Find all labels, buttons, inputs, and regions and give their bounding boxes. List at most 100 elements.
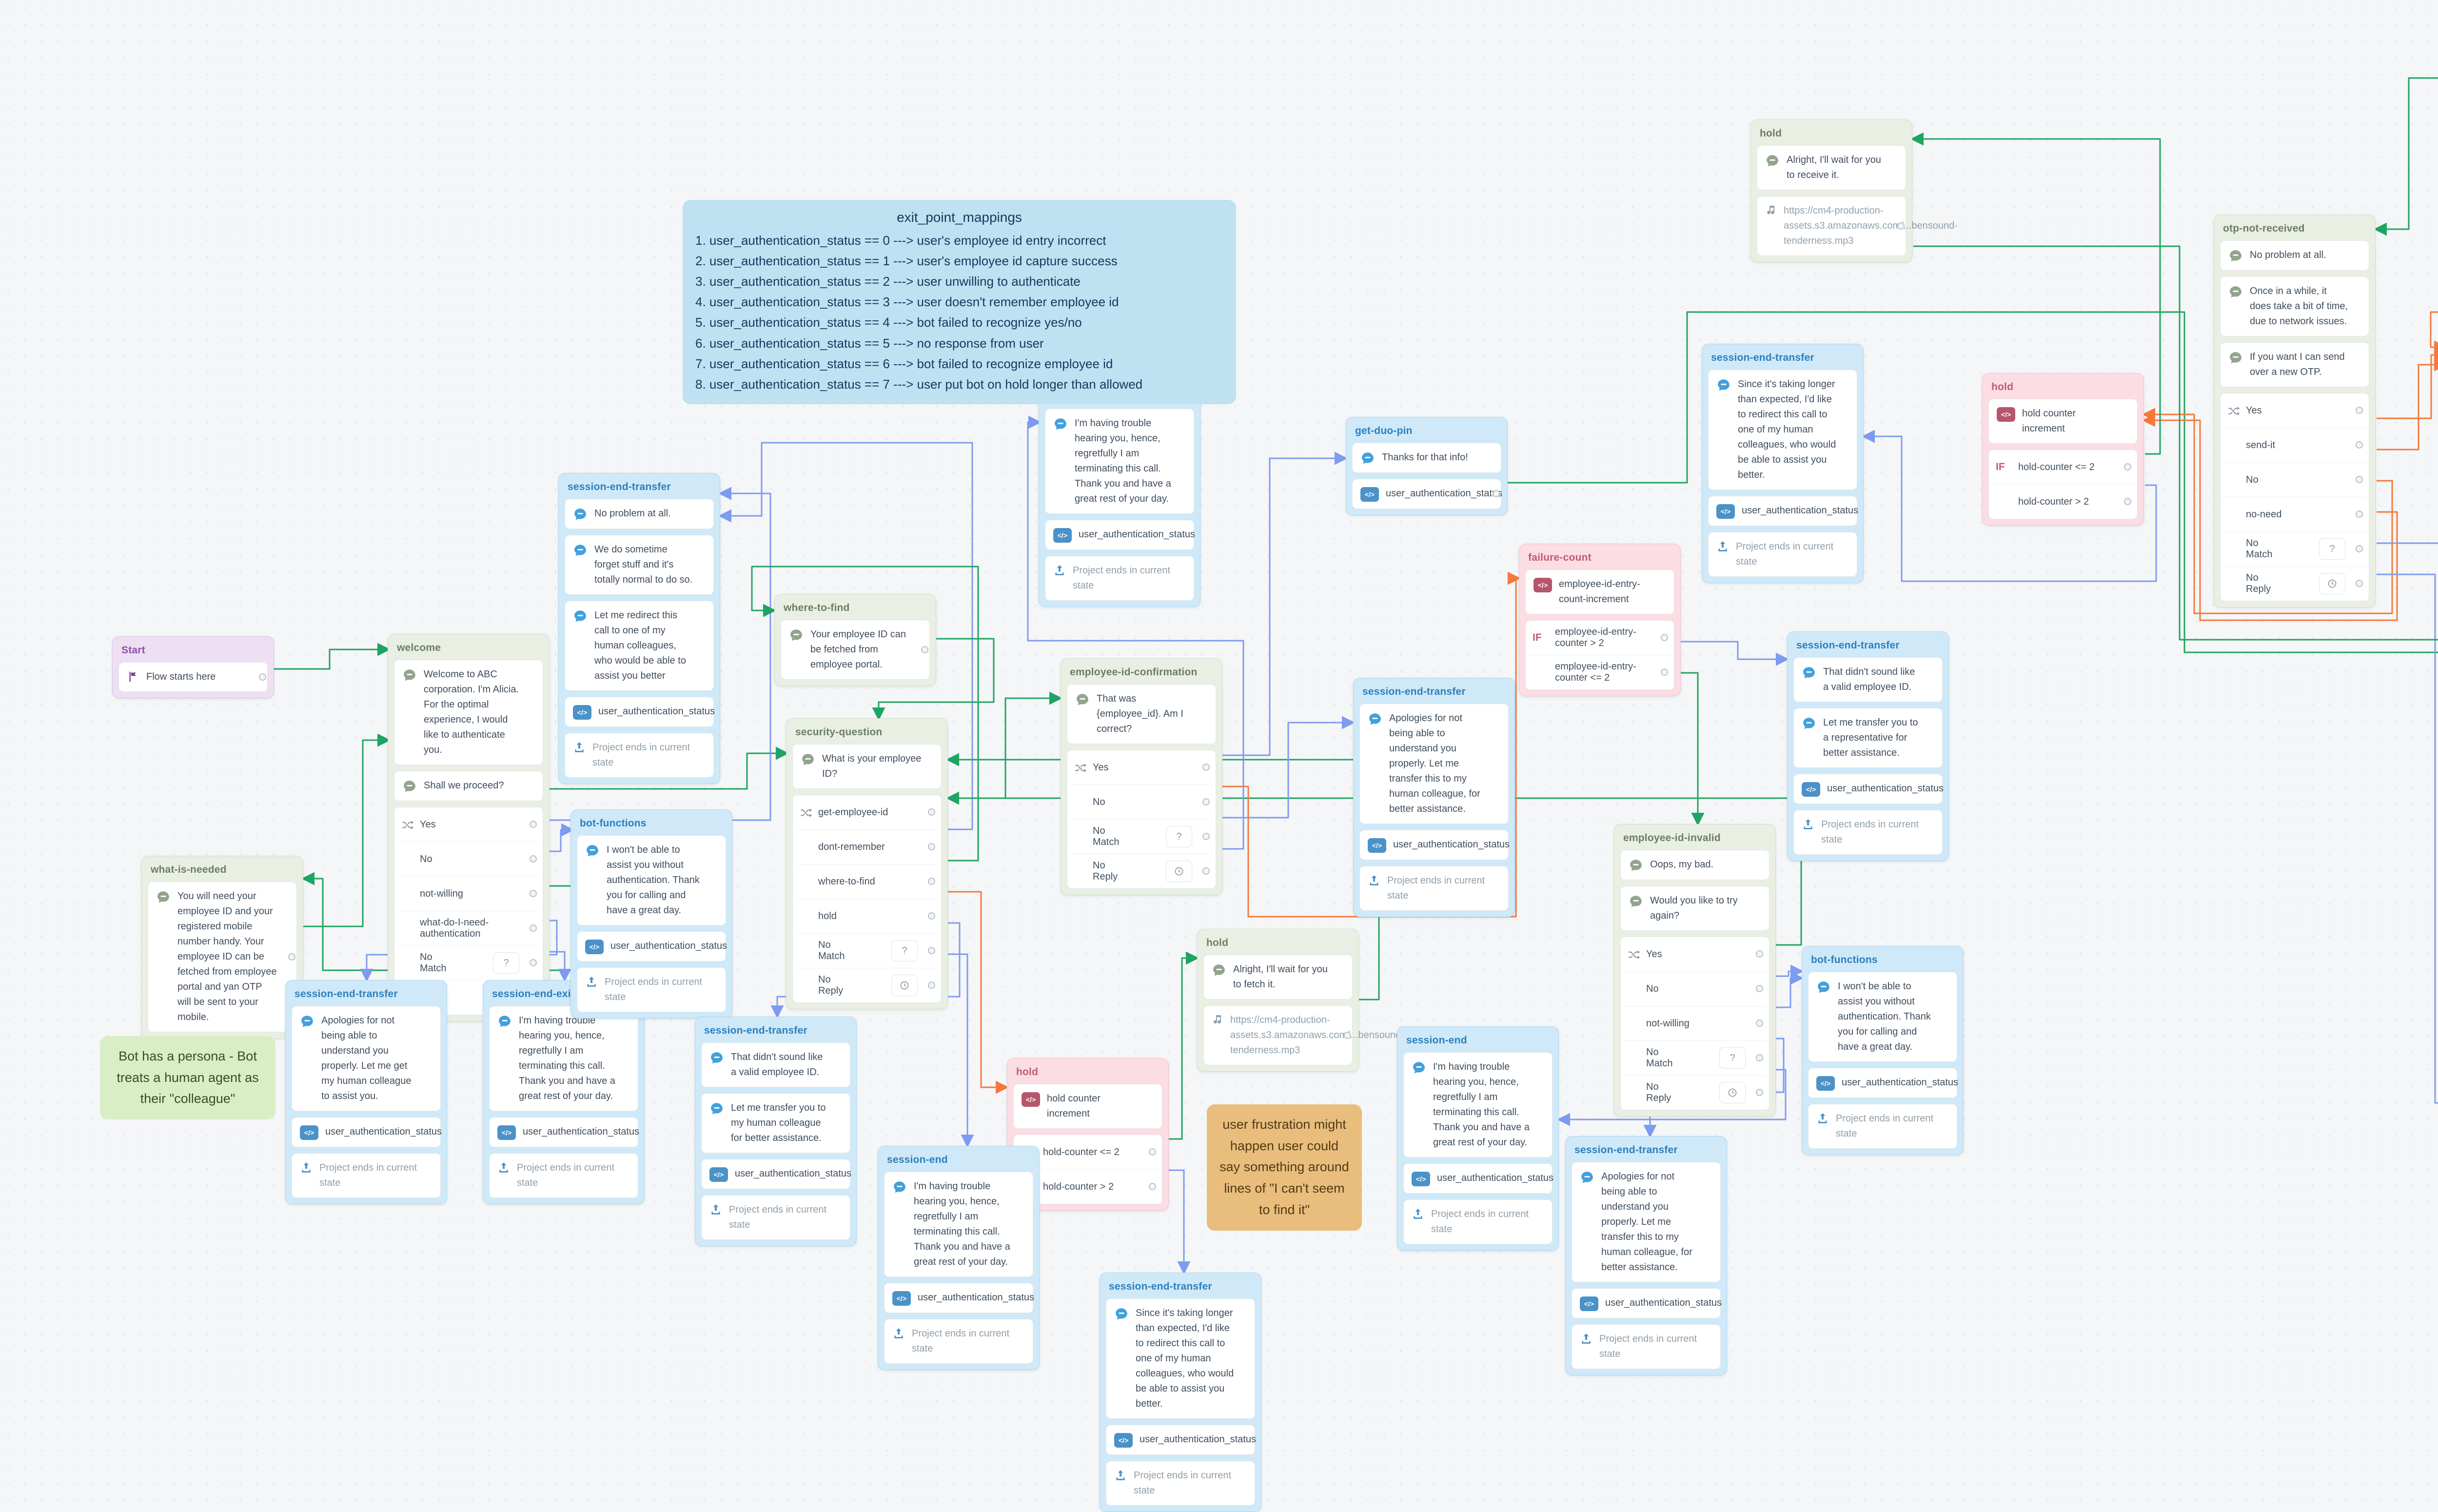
message-card[interactable]: Let me transfer you to my human colleagu…	[701, 1093, 850, 1153]
option-no-match[interactable]: No Match?	[397, 945, 540, 980]
option-not-willing[interactable]: not-willing	[397, 876, 540, 911]
message-card[interactable]: Alright, I'll wait for you to receive it…	[1757, 145, 1906, 190]
no-match-chip[interactable]: ?	[1719, 1047, 1746, 1069]
connector-port[interactable]	[530, 924, 537, 932]
project-end-card[interactable]: Project ends in current state	[701, 1195, 850, 1240]
message-card[interactable]: That was {employee_id}. Am I correct?	[1067, 684, 1216, 744]
flow-start-card[interactable]: Flow starts here	[118, 662, 268, 692]
project-end-card[interactable]: Project ends in current state	[292, 1153, 441, 1198]
connector-port[interactable]	[2356, 407, 2363, 414]
connector-port[interactable]	[1756, 950, 1763, 958]
option-what-do-i-need-authentication[interactable]: what-do-I-need-authentication	[397, 911, 540, 945]
project-end-card[interactable]: Project ends in current state	[1708, 532, 1857, 577]
option-no-reply[interactable]: No Reply	[1624, 1075, 1766, 1110]
connector-port[interactable]	[1661, 634, 1668, 641]
message-card[interactable]: I'm having trouble hearing you, hence, r…	[1045, 409, 1194, 514]
connector-port[interactable]	[921, 646, 928, 653]
project-end-card[interactable]: Project ends in current state	[1793, 810, 1943, 855]
message-card[interactable]: You will need your employee ID and your …	[148, 882, 297, 1032]
code-action-card[interactable]: </>user_authentication_status	[489, 1117, 639, 1147]
message-card[interactable]: I won't be able to assist you without au…	[1808, 972, 1957, 1062]
project-end-card[interactable]: Project ends in current state	[1106, 1461, 1255, 1506]
connector-port[interactable]	[530, 855, 537, 863]
message-card[interactable]: Shall we proceed?	[394, 771, 543, 801]
no-reply-clock-chip[interactable]	[1166, 861, 1192, 882]
node-failure-count-1[interactable]: failure-count</>employee-id-entry-count-…	[1519, 544, 1681, 696]
connector-port[interactable]	[1202, 798, 1210, 805]
no-match-chip[interactable]: ?	[1166, 826, 1192, 847]
option-yes[interactable]: Yes	[397, 807, 540, 842]
connector-port[interactable]	[2356, 580, 2363, 587]
code-action-card[interactable]: </>user_authentication_status	[1359, 830, 1510, 860]
message-card[interactable]: We do sometime forget stuff and it's tot…	[565, 535, 714, 595]
message-card[interactable]: That didn't sound like a valid employee …	[701, 1042, 850, 1087]
connector-port[interactable]	[2356, 545, 2363, 552]
code-action-card[interactable]: </>user_authentication_status	[1403, 1163, 1553, 1194]
connector-port[interactable]	[530, 821, 537, 828]
message-card[interactable]: I'm having trouble hearing you, hence, r…	[884, 1172, 1033, 1277]
connector-port[interactable]	[928, 843, 935, 850]
code-action-card[interactable]: </>user_authentication_status	[1045, 520, 1195, 550]
option-get-employee-id[interactable]: get-employee-id	[796, 795, 938, 829]
connector-port[interactable]	[1149, 1148, 1156, 1156]
connector-port[interactable]	[1756, 985, 1763, 992]
message-card[interactable]: Would you like to try again?	[1620, 886, 1770, 931]
connector-port[interactable]	[1756, 1054, 1763, 1061]
option-no-need[interactable]: no-need	[2223, 497, 2366, 531]
connector-port[interactable]	[928, 808, 935, 816]
project-end-card[interactable]: Project ends in current state	[489, 1153, 638, 1198]
project-end-card[interactable]: Project ends in current state	[1403, 1199, 1553, 1244]
code-action-card[interactable]: </>user_authentication_status	[884, 1283, 1034, 1313]
connector-port[interactable]	[1202, 833, 1210, 840]
connector-port[interactable]	[2124, 498, 2131, 505]
project-end-card[interactable]: Project ends in current state	[1045, 556, 1194, 601]
condition-row[interactable]: hold-counter > 2	[1017, 1169, 1159, 1204]
message-card[interactable]: Apologies for not being able to understa…	[1572, 1162, 1721, 1282]
option-no[interactable]: No	[397, 842, 540, 876]
connector-port[interactable]	[928, 912, 935, 920]
message-card[interactable]: If you want I can send over a new OTP.	[2220, 342, 2369, 387]
message-card[interactable]: Let me redirect this call to one of my h…	[565, 601, 714, 691]
option-send-it[interactable]: send-it	[2223, 428, 2366, 462]
message-card[interactable]: I'm having trouble hearing you, hence, r…	[489, 1006, 638, 1111]
code-action-card[interactable]: </>user_authentication_status	[1106, 1425, 1256, 1455]
message-card[interactable]: Thanks for that info!	[1352, 443, 1501, 473]
audio-card[interactable]: https://cm4-production-assets.s3.amazona…	[1203, 1005, 1404, 1065]
option-no-match[interactable]: No Match?	[2223, 531, 2366, 566]
message-card[interactable]: No problem at all.	[565, 499, 714, 529]
option-no-reply[interactable]: No Reply	[2223, 566, 2366, 601]
no-reply-clock-chip[interactable]	[2319, 573, 2345, 594]
code-action-card[interactable]: </>hold counter increment	[1988, 399, 2138, 444]
no-match-chip[interactable]: ?	[493, 952, 519, 974]
code-action-card[interactable]: </>hold counter increment	[1013, 1084, 1162, 1129]
option-yes[interactable]: Yes	[1624, 937, 1766, 971]
connector-port[interactable]	[928, 947, 935, 954]
option-no-match[interactable]: No Match?	[1624, 1041, 1766, 1075]
no-reply-clock-chip[interactable]	[1719, 1082, 1746, 1103]
connector-port[interactable]	[2356, 441, 2363, 449]
connector-port[interactable]	[1344, 1031, 1351, 1039]
message-card[interactable]: Oops, my bad.	[1620, 850, 1770, 880]
code-action-card[interactable]: </>user_authentication_status	[1352, 479, 1502, 509]
option-no-match[interactable]: No Match?	[1070, 819, 1213, 854]
option-hold[interactable]: hold	[796, 899, 938, 933]
code-action-card[interactable]: </>user_authentication_status	[1572, 1288, 1722, 1318]
